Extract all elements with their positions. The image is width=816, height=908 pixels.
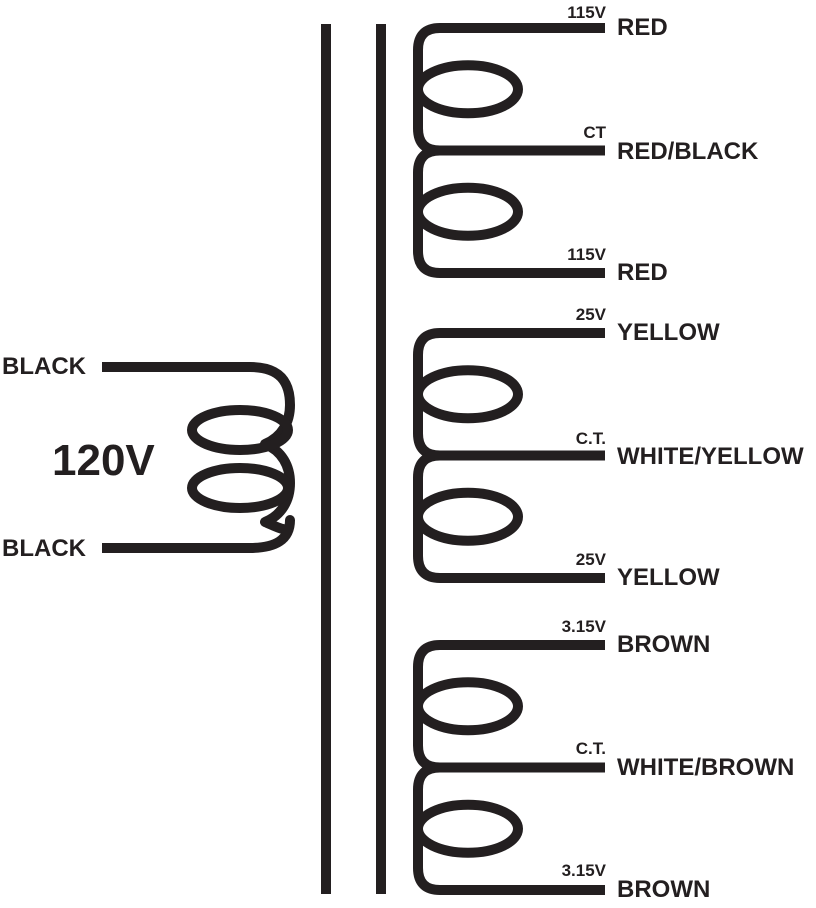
sec1-upper-winding-path xyxy=(413,23,605,156)
sec1-loop-upper xyxy=(413,60,523,119)
sec3-bottom-wire-label: BROWN xyxy=(617,876,711,903)
sec1-center-wire-label: RED/BLACK xyxy=(617,138,759,165)
sec1-bottom-voltage-label: 115V xyxy=(567,245,606,264)
sec3-top-wire-label: BROWN xyxy=(617,631,711,658)
sec1-winding xyxy=(413,23,605,278)
sec3-center-voltage-label: C.T. xyxy=(575,739,606,758)
sec2-winding xyxy=(413,328,605,583)
sec1-top-voltage-label: 115V xyxy=(567,3,606,22)
sec1-bottom-wire-label: RED xyxy=(617,259,668,286)
sec2-top-wire-label: YELLOW xyxy=(617,319,720,346)
sec2-bottom-wire-label: YELLOW xyxy=(617,564,720,591)
primary-loop-lower xyxy=(187,463,293,513)
sec2-center-voltage-label: C.T. xyxy=(575,429,606,448)
sec3-loop-lower xyxy=(413,799,523,858)
sec2-bottom-voltage-label: 25V xyxy=(575,550,606,569)
sec2-top-voltage-label: 25V xyxy=(575,305,606,324)
sec2-loop-lower xyxy=(413,487,523,546)
primary-top-wire-label: BLACK xyxy=(2,353,86,380)
sec1-loop-lower xyxy=(413,182,523,241)
primary-loop-upper xyxy=(187,405,293,455)
primary-bottom-wire-label: BLACK xyxy=(2,535,86,562)
sec3-winding xyxy=(413,640,605,895)
sec2-loop-upper xyxy=(413,365,523,424)
primary-voltage-label: 120V xyxy=(52,436,155,485)
sec3-center-wire-label: WHITE/BROWN xyxy=(617,754,795,781)
sec3-top-voltage-label: 3.15V xyxy=(561,617,606,636)
secondary-windings xyxy=(413,23,605,895)
sec1-center-voltage-label: CT xyxy=(583,123,606,142)
sec2-center-wire-label: WHITE/YELLOW xyxy=(617,443,804,470)
sec1-top-wire-label: RED xyxy=(617,14,668,41)
sec3-loop-upper xyxy=(413,677,523,736)
sec3-bottom-voltage-label: 3.15V xyxy=(561,861,606,880)
primary-winding xyxy=(102,362,295,553)
